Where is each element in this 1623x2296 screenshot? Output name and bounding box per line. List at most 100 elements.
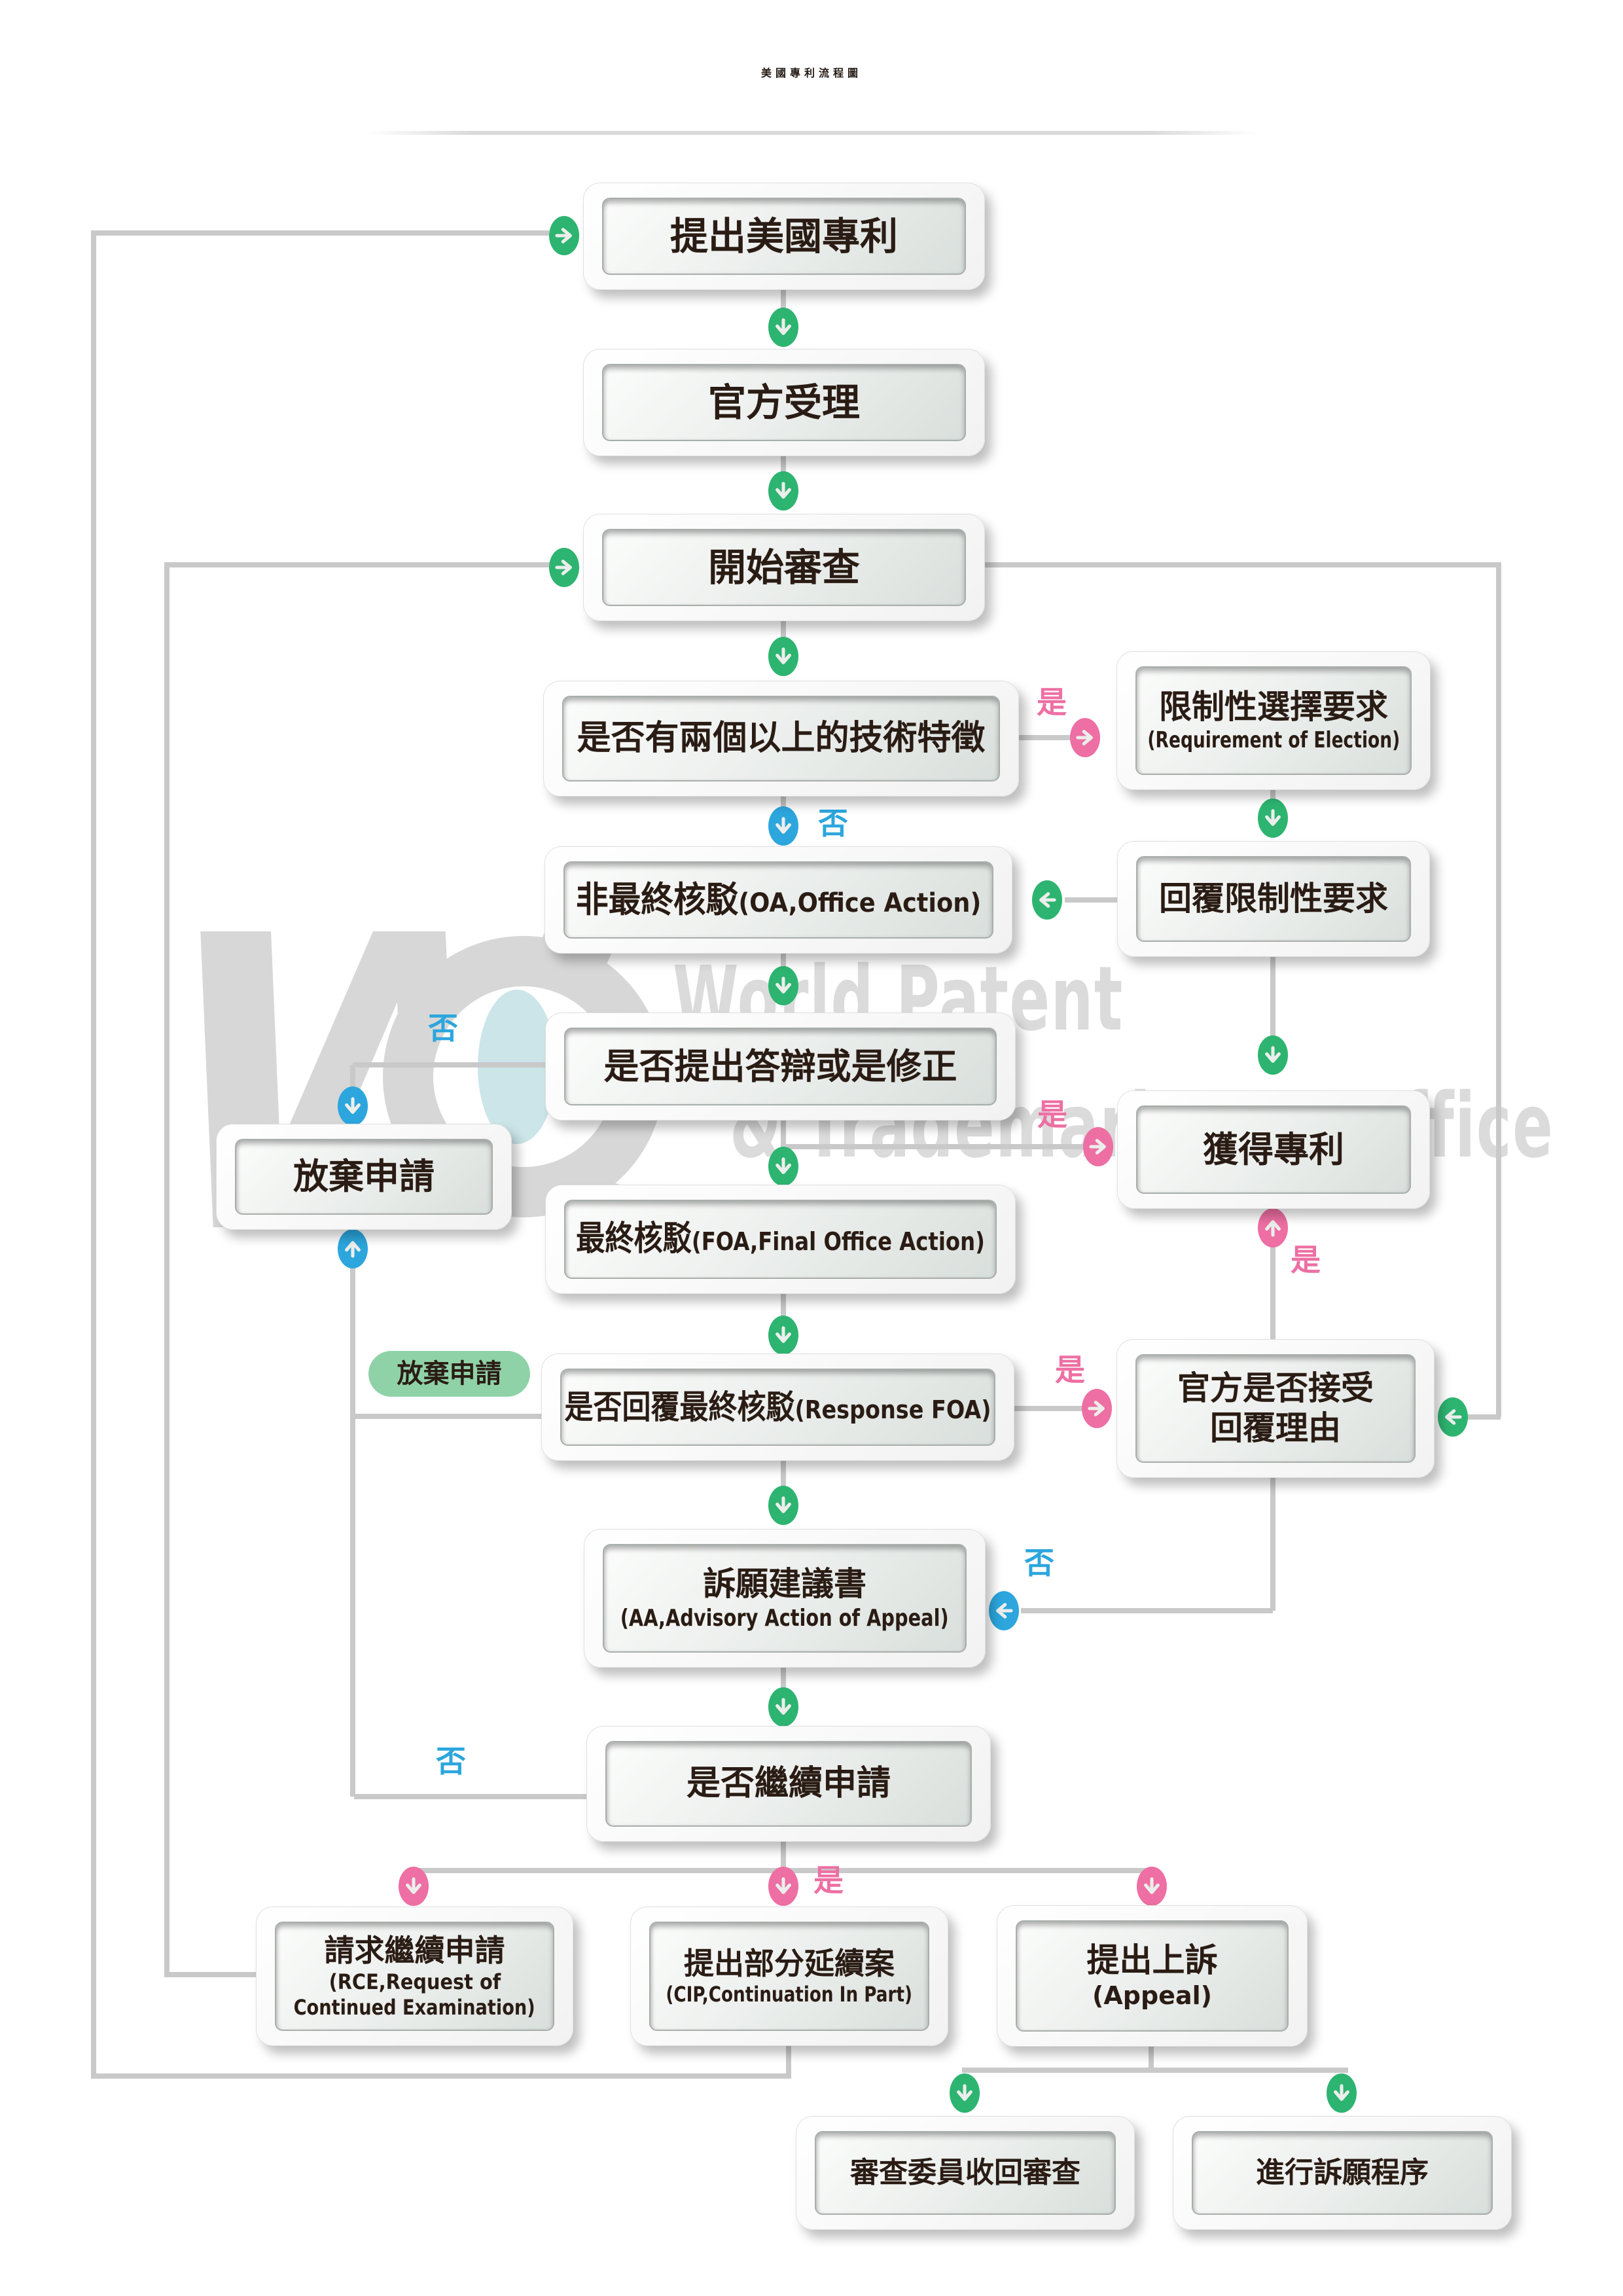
connector-line	[1440, 1414, 1501, 1420]
connector-line	[164, 562, 553, 567]
flow-node-panel: 審查委員收回審查	[815, 2131, 1116, 2215]
connector-line	[1018, 735, 1073, 740]
flow-node-panel: 官方是否接受回覆理由	[1135, 1354, 1416, 1463]
node-label: 是否回覆最終核駁(Response FOA)	[564, 1388, 991, 1426]
flow-node-cip: 提出部分延續案(CIP,Continuation In Part)	[630, 1907, 948, 2046]
flow-node-panel: 限制性選擇要求(Requirement of Election)	[1135, 666, 1412, 775]
flow-node-official-acceptance: 官方受理	[583, 349, 985, 456]
flow-node-response-or-amendment: 是否提出答辯或是修正	[545, 1013, 1016, 1121]
flow-node-panel: 提出部分延續案(CIP,Continuation In Part)	[649, 1922, 929, 2031]
node-label: 回覆限制性要求	[1159, 880, 1388, 918]
flow-node-panel: 最終核駁(FOA,Final Office Action)	[564, 1200, 997, 1279]
flow-node-panel: 是否繼續申請	[605, 1741, 972, 1827]
node-label: 限制性選擇要求	[1159, 687, 1388, 726]
arrow-down-icon	[768, 1486, 798, 1525]
arrow-down-icon	[1327, 2073, 1357, 2113]
flow-node-examiner-withdraw: 審查委員收回審查	[796, 2116, 1135, 2230]
flow-node-final-oa: 最終核駁(FOA,Final Office Action)	[545, 1185, 1016, 1294]
connector-line	[354, 1794, 588, 1799]
connector-line	[353, 1062, 546, 1067]
connector-line	[1270, 1207, 1275, 1342]
node-label: (Appeal)	[1092, 1981, 1212, 2011]
flow-node-panel: 官方受理	[602, 364, 966, 441]
arrow-down-icon	[768, 1147, 798, 1186]
connector-line	[1149, 2045, 1154, 2073]
branch-label-yes: 是	[1037, 1097, 1067, 1132]
flow-node-abandon-pill: 放棄申請	[368, 1351, 530, 1397]
node-label: 進行訴願程序	[1256, 2156, 1429, 2190]
flow-node-panel: 是否有兩個以上的技術特徵	[562, 696, 1000, 781]
flow-node-panel: 放棄申請	[235, 1139, 493, 1215]
flow-node-panel: 是否回覆最終核駁(Response FOA)	[560, 1369, 995, 1446]
arrow-right-icon	[1082, 1389, 1112, 1428]
arrow-up-icon	[1258, 1208, 1288, 1247]
node-label: 是否提出答辯或是修正	[603, 1045, 957, 1087]
node-label: (RCE,Request of	[329, 1969, 501, 1994]
branch-label-yes: 是	[1037, 685, 1067, 720]
node-label: 回覆理由	[1210, 1409, 1341, 1447]
flow-node-panel: 提出美國專利	[602, 198, 966, 275]
flow-node-file-us-patent: 提出美國專利	[583, 183, 985, 290]
connector-line	[91, 230, 96, 2079]
flow-node-panel: 提出上訴(Appeal)	[1016, 1920, 1289, 2032]
connector-line	[164, 562, 169, 1977]
connector-line	[1065, 897, 1120, 903]
node-label: 獲得專利	[1203, 1128, 1344, 1170]
flow-node-response-foa: 是否回覆最終核駁(Response FOA)	[541, 1354, 1014, 1461]
arrow-down-icon	[338, 1086, 368, 1126]
page-title: 美國專利流程圖	[760, 67, 862, 79]
node-label: 最終核駁(FOA,Final Office Action)	[576, 1219, 985, 1259]
connector-line	[781, 1840, 786, 1871]
branch-label-no: 否	[436, 1744, 466, 1779]
branch-label-yes: 是	[813, 1863, 844, 1898]
node-label: 是否有兩個以上的技術特徵	[577, 718, 986, 758]
node-label: 訴願建議書	[703, 1564, 866, 1603]
connector-line	[91, 230, 549, 236]
node-label: (AA,Advisory Action of Appeal)	[620, 1604, 949, 1632]
arrow-down-icon	[768, 471, 798, 511]
connector-line	[962, 2068, 1348, 2073]
connector-line	[350, 1065, 355, 1094]
arrow-right-icon	[1083, 1127, 1113, 1166]
flow-node-appeal-procedure: 進行訴願程序	[1173, 2116, 1512, 2230]
arrow-down-icon	[399, 1867, 429, 1906]
connector-line	[781, 1459, 786, 1509]
connector-line	[354, 1414, 544, 1419]
connector-line	[781, 1292, 786, 1338]
flow-node-obtain-patent: 獲得專利	[1117, 1090, 1430, 1209]
flow-node-non-final-oa: 非最終核駁(OA,Office Action)	[544, 846, 1012, 954]
connector-line	[1013, 1406, 1083, 1411]
arrow-right-icon	[549, 216, 579, 255]
branch-label-no: 否	[428, 1011, 458, 1046]
branch-label-yes: 是	[1291, 1242, 1321, 1278]
branch-label-no: 否	[818, 806, 848, 841]
node-label: 放棄申請	[397, 1358, 502, 1389]
node-label: 非最終核駁(OA,Office Action)	[575, 879, 982, 921]
connector-line	[1496, 562, 1501, 1417]
node-label: 官方是否接受	[1177, 1369, 1374, 1407]
node-label: 放棄申請	[293, 1156, 435, 1198]
branch-label-no: 否	[1024, 1545, 1054, 1581]
arrow-down-icon	[768, 1316, 798, 1355]
arrow-down-icon	[768, 966, 798, 1005]
arrow-down-icon	[1137, 1867, 1167, 1906]
flow-node-appeal: 提出上訴(Appeal)	[997, 1905, 1308, 2047]
arrow-down-icon	[950, 2073, 980, 2113]
node-label: 官方受理	[707, 380, 860, 425]
flow-node-office-accept-reply: 官方是否接受回覆理由	[1116, 1339, 1435, 1478]
flow-node-start-examination: 開始審查	[583, 514, 985, 621]
arrow-down-icon	[768, 1687, 798, 1727]
node-label: (CIP,Continuation In Part)	[666, 1982, 913, 2007]
connector-line	[984, 562, 1499, 567]
branch-label-yes: 是	[1055, 1352, 1085, 1388]
node-label: (Requirement of Election)	[1147, 726, 1400, 753]
flow-node-panel: 回覆限制性要求	[1136, 856, 1411, 942]
flow-node-panel: 獲得專利	[1136, 1105, 1411, 1194]
connector-line	[1270, 955, 1275, 1043]
connector-line	[1270, 1476, 1275, 1611]
arrow-left-icon	[1032, 880, 1062, 920]
arrow-left-icon	[989, 1591, 1019, 1630]
